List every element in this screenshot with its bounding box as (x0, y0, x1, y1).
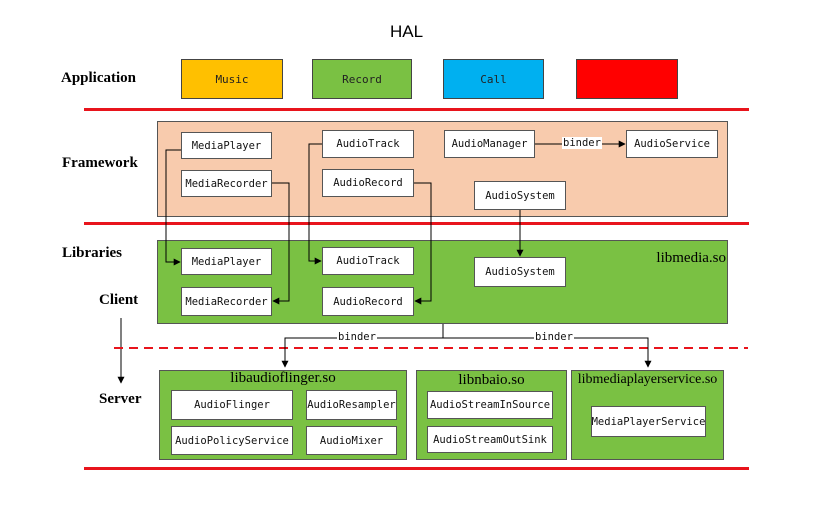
layer-label-libraries: Libraries (62, 245, 122, 261)
lib-audio-record: AudioRecord (322, 287, 414, 316)
arrow-binder-mediaplayerservice (443, 337, 652, 368)
arrow-binder-audioflinger (281, 337, 443, 368)
arrow-mediarecorder-down (272, 182, 290, 305)
fw-audio-track: AudioTrack (322, 130, 414, 158)
libmediaplayerservice-title: libmediaplayerservice.so (577, 372, 718, 387)
lib-audio-track: AudioTrack (322, 247, 414, 275)
libnbaio-title: libnbaio.so (458, 372, 525, 388)
layer-label-framework: Framework (62, 155, 138, 171)
libaudioflinger-title: libaudioflinger.so (230, 370, 336, 386)
diagram-title: HAL (389, 22, 424, 41)
srv-audio-policy-service: AudioPolicyService (171, 426, 293, 455)
app-music: Music (181, 59, 283, 99)
fw-audio-service: AudioService (626, 130, 718, 158)
layer-label-client: Client (99, 292, 139, 308)
fw-media-recorder: MediaRecorder (181, 170, 272, 197)
srv-audio-mixer: AudioMixer (306, 426, 397, 455)
lib-audio-system: AudioSystem (474, 257, 566, 287)
srv-audio-flinger: AudioFlinger (171, 390, 293, 420)
app-record: Record (312, 59, 412, 99)
app-other (576, 59, 678, 99)
fw-audio-manager: AudioManager (444, 130, 535, 158)
libmedia-title: libmedia.so (656, 250, 726, 266)
srv-audio-stream-out-sink: AudioStreamOutSink (427, 426, 553, 453)
binder-label-framework: binder (562, 137, 602, 149)
divider-line (84, 108, 749, 111)
fw-media-player: MediaPlayer (181, 132, 272, 159)
binder-label-right: binder (534, 331, 574, 343)
arrow-mediaplayer-down (165, 149, 181, 266)
lib-media-player: MediaPlayer (181, 248, 272, 275)
layer-label-server: Server (99, 391, 142, 407)
fw-audio-record: AudioRecord (322, 169, 414, 197)
arrow-audiorecord-down (414, 182, 432, 305)
fw-audio-system: AudioSystem (474, 181, 566, 210)
divider-line (84, 222, 749, 225)
layer-label-application: Application (61, 70, 137, 86)
arrow-audiotrack-down (308, 143, 322, 265)
lib-media-recorder: MediaRecorder (181, 287, 272, 316)
srv-audio-resampler: AudioResampler (306, 390, 397, 420)
srv-media-player-service: MediaPlayerService (591, 406, 706, 437)
divider-line (84, 467, 749, 470)
binder-label-left: binder (337, 331, 377, 343)
srv-audio-stream-in-source: AudioStreamInSource (427, 391, 553, 419)
app-call: Call (443, 59, 544, 99)
